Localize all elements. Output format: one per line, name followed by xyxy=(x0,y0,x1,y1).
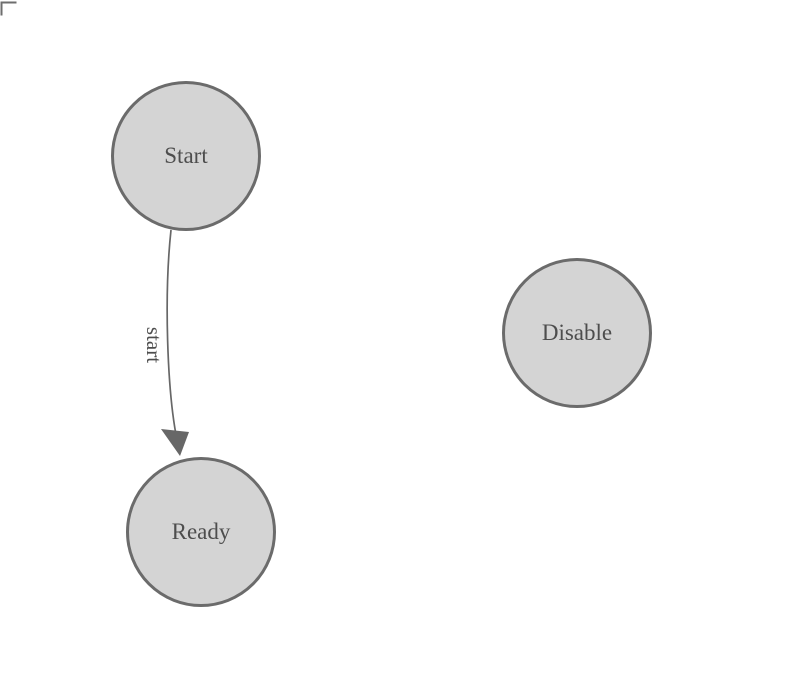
edge-path[interactable] xyxy=(166,229,178,441)
canvas-corner-mark xyxy=(0,1,17,16)
state-node-disable-label: Disable xyxy=(541,320,613,345)
edge-start-to-ready[interactable]: start xyxy=(142,229,189,456)
arrowhead-icon xyxy=(161,429,189,456)
state-node-start-label: Start xyxy=(164,143,208,168)
edge-label: start xyxy=(142,327,166,363)
state-node-ready[interactable]: Ready xyxy=(126,457,276,607)
state-node-ready-label: Ready xyxy=(171,519,231,544)
state-node-disable[interactable]: Disable xyxy=(502,258,652,408)
state-node-start[interactable]: Start xyxy=(111,81,261,231)
